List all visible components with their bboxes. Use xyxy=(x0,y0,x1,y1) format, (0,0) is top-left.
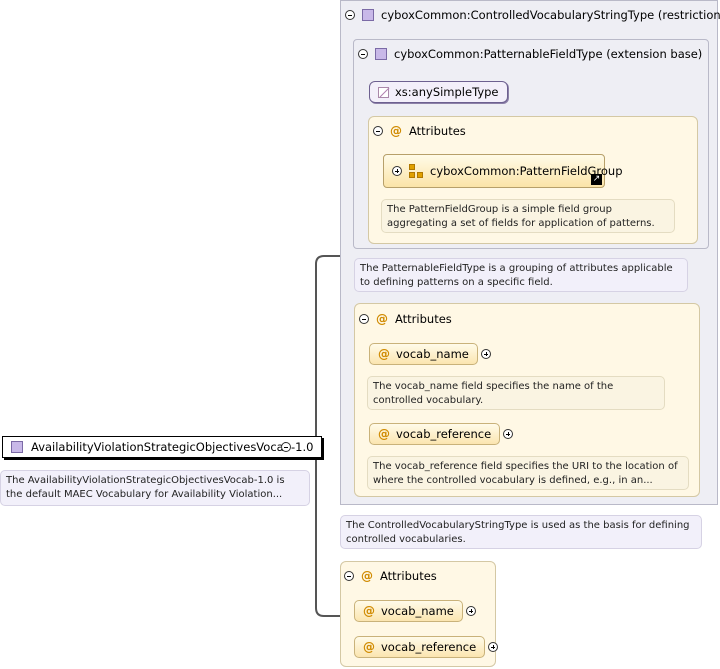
outer-attributes-title: Attributes xyxy=(380,569,437,583)
outer-attribute-row-vocab-reference: @ vocab_reference xyxy=(354,636,499,658)
attribute-icon: @ xyxy=(363,640,375,654)
attribute-group-documentation: The PatternFieldGroup is a simple field … xyxy=(381,199,675,233)
attribute-icon: @ xyxy=(361,569,373,583)
complex-type-icon xyxy=(362,9,374,21)
extension-attributes-panel: @ Attributes cyboxCommon:PatternFieldGro… xyxy=(368,116,698,244)
extension-base-panel: cyboxCommon:PatternableFieldType (extens… xyxy=(353,39,709,249)
vocab-reference-doc-text: The vocab_reference field specifies the … xyxy=(373,461,678,486)
attribute-vocab-reference[interactable]: @ vocab_reference xyxy=(369,423,501,445)
attribute-icon: @ xyxy=(378,427,390,441)
attribute-icon: @ xyxy=(390,124,402,138)
attribute-vocab-reference[interactable]: @ vocab_reference xyxy=(354,636,486,658)
restriction-documentation: The ControlledVocabularyStringType is us… xyxy=(340,515,702,549)
extension-title: cyboxCommon:PatternableFieldType (extens… xyxy=(394,47,703,61)
attribute-icon: @ xyxy=(378,347,390,361)
restriction-header: cyboxCommon:ControlledVocabularyStringTy… xyxy=(345,8,720,22)
root-element[interactable]: AvailabilityViolationStrategicObjectives… xyxy=(2,436,323,458)
complex-type-icon xyxy=(375,48,387,60)
attribute-group-icon xyxy=(409,164,423,178)
attribute-icon: @ xyxy=(363,604,375,618)
vocab-name-doc-text: The vocab_name field specifies the name … xyxy=(373,381,614,406)
attribute-vocab-name[interactable]: @ vocab_name xyxy=(354,600,463,622)
expand-icon[interactable] xyxy=(488,642,499,652)
root-documentation: The AvailabilityViolationStrategicObject… xyxy=(0,470,310,506)
attribute-vocab-name-label: vocab_name xyxy=(396,347,469,361)
attribute-vocab-name[interactable]: @ vocab_name xyxy=(369,343,478,365)
extension-attributes-header: @ Attributes xyxy=(373,124,466,138)
restriction-attributes-header: @ Attributes xyxy=(359,312,452,326)
collapse-icon[interactable] xyxy=(358,49,368,59)
collapse-icon[interactable] xyxy=(373,126,383,136)
attribute-group-node[interactable]: cyboxCommon:PatternFieldGroup ↗ xyxy=(383,154,623,188)
attribute-group-label: cyboxCommon:PatternFieldGroup xyxy=(430,164,623,178)
link-icon[interactable]: ↗ xyxy=(591,174,602,185)
outer-attributes-header: @ Attributes xyxy=(344,569,437,583)
expand-icon[interactable] xyxy=(503,429,514,439)
attribute-row-vocab-reference: @ vocab_reference xyxy=(369,423,514,445)
restriction-attributes-title: Attributes xyxy=(395,312,452,326)
outer-attribute-row-vocab-name: @ vocab_name xyxy=(354,600,476,622)
simple-type-label: xs:anySimpleType xyxy=(395,85,499,99)
collapse-icon[interactable] xyxy=(281,442,291,452)
outer-attributes-panel: @ Attributes @ vocab_name @ vocab_refere… xyxy=(340,561,499,667)
collapse-icon[interactable] xyxy=(345,10,355,20)
attribute-vocab-reference-label: vocab_reference xyxy=(381,640,477,654)
restriction-attributes-panel: @ Attributes @ vocab_name The vocab_name… xyxy=(354,303,700,497)
simple-type-icon xyxy=(378,86,389,98)
attribute-row-vocab-name: @ vocab_name xyxy=(369,343,491,365)
attribute-icon: @ xyxy=(376,312,388,326)
vocab-reference-documentation: The vocab_reference field specifies the … xyxy=(367,456,689,490)
expand-icon[interactable] xyxy=(480,349,491,359)
restriction-title: cyboxCommon:ControlledVocabularyStringTy… xyxy=(381,8,720,22)
restriction-doc-text: The ControlledVocabularyStringType is us… xyxy=(346,520,690,545)
expand-icon[interactable] xyxy=(392,166,402,176)
attribute-group-doc-text: The PatternFieldGroup is a simple field … xyxy=(387,204,655,229)
simple-type-node[interactable]: xs:anySimpleType xyxy=(369,81,508,103)
root-element-label: AvailabilityViolationStrategicObjectives… xyxy=(31,440,314,454)
root-doc-text: The AvailabilityViolationStrategicObject… xyxy=(6,475,285,500)
extension-attributes-title: Attributes xyxy=(409,124,466,138)
restriction-base-panel: cyboxCommon:ControlledVocabularyStringTy… xyxy=(340,0,720,505)
vocab-name-documentation: The vocab_name field specifies the name … xyxy=(367,376,665,410)
expand-icon[interactable] xyxy=(465,606,476,616)
attribute-vocab-reference-label: vocab_reference xyxy=(396,427,492,441)
extension-documentation: The PatternableFieldType is a grouping o… xyxy=(354,258,688,292)
extension-header: cyboxCommon:PatternableFieldType (extens… xyxy=(358,47,702,61)
collapse-icon[interactable] xyxy=(344,571,354,581)
extension-doc-text: The PatternableFieldType is a grouping o… xyxy=(360,263,673,288)
collapse-icon[interactable] xyxy=(359,314,369,324)
complex-type-icon xyxy=(11,441,23,453)
attribute-vocab-name-label: vocab_name xyxy=(381,604,454,618)
